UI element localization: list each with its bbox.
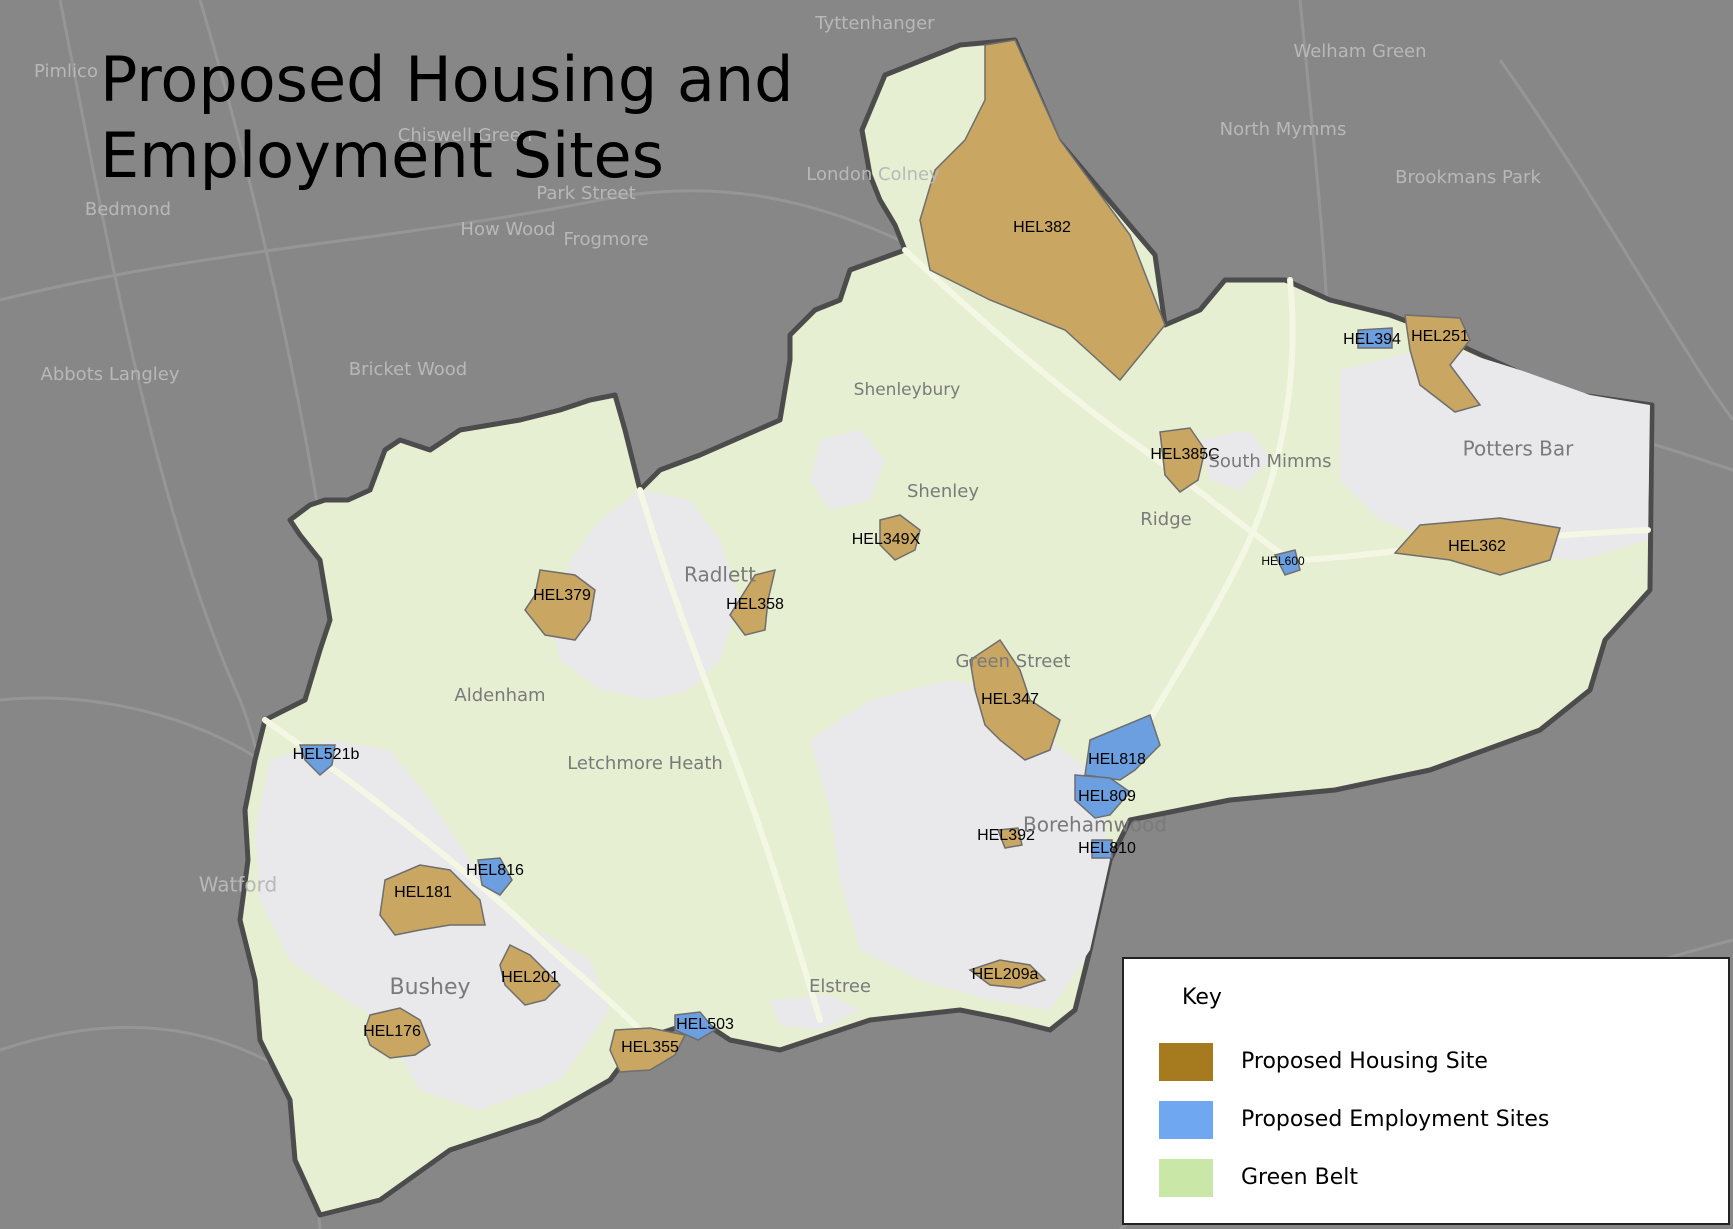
map-title-line-1: Proposed Housing and <box>100 43 794 116</box>
place-label-park-street: Park Street <box>536 183 635 204</box>
site-label-hel392: HEL392 <box>977 827 1035 844</box>
site-label-hel358: HEL358 <box>726 596 784 613</box>
site-label-hel355: HEL355 <box>621 1039 679 1056</box>
site-hel810-polygon[interactable] <box>1091 839 1113 859</box>
place-label-chiswell-green: Chiswell Green <box>398 125 532 146</box>
site-hel176-polygon[interactable] <box>364 1007 431 1059</box>
site-hel394-polygon[interactable] <box>1357 327 1393 349</box>
site-hel201-polygon[interactable] <box>499 943 562 1006</box>
site-label-hel385c: HEL385C <box>1150 446 1219 463</box>
place-label-south-mimms: South Mimms <box>1208 451 1331 472</box>
site-label-hel181: HEL181 <box>394 884 452 901</box>
site-hel521b-polygon[interactable] <box>298 744 336 777</box>
site-label-hel201: HEL201 <box>501 969 559 986</box>
urban-areas <box>255 345 1650 1110</box>
site-hel385c-polygon[interactable] <box>1159 427 1206 493</box>
legend-swatch-housing <box>1159 1043 1213 1081</box>
site-label-hel809: HEL809 <box>1078 788 1136 805</box>
site-hel349x-polygon[interactable] <box>879 514 921 561</box>
site-hel600-polygon[interactable] <box>1273 549 1301 576</box>
place-label-borehamwood: Borehamwood <box>1023 813 1167 837</box>
site-label-hel382: HEL382 <box>1013 219 1071 236</box>
map-title-line-2: Employment Sites <box>100 119 664 192</box>
site-hel209a-polygon[interactable] <box>968 959 1047 989</box>
legend-swatch-employment <box>1159 1101 1213 1139</box>
legend-label-employment: Proposed Employment Sites <box>1241 1107 1550 1132</box>
site-hel181-polygon[interactable] <box>379 864 486 936</box>
urban-shenley <box>810 430 885 510</box>
place-label-bedmond: Bedmond <box>85 199 171 220</box>
place-label-shenley: Shenley <box>907 481 979 502</box>
place-label-bricket-wood: Bricket Wood <box>349 359 467 380</box>
legend-label-green-belt: Green Belt <box>1241 1165 1358 1190</box>
place-label-elstree: Elstree <box>809 976 871 997</box>
site-label-hel503: HEL503 <box>676 1016 734 1033</box>
site-label-hel349x: HEL349X <box>852 531 921 548</box>
map-title: Proposed Housing and Employment Sites <box>100 42 794 194</box>
site-hel816-polygon[interactable] <box>477 857 513 896</box>
urban-south-mimms <box>1200 430 1270 490</box>
place-label-green-street: Green Street <box>956 651 1071 672</box>
site-label-hel816: HEL816 <box>466 862 524 879</box>
place-label-ridge: Ridge <box>1140 509 1191 530</box>
site-hel362-polygon[interactable] <box>1393 517 1561 576</box>
site-hel382-polygon[interactable] <box>919 39 1166 382</box>
place-label-bushey: Bushey <box>390 975 471 1000</box>
site-label-hel394: HEL394 <box>1343 331 1401 348</box>
legend-swatch-green-belt <box>1159 1159 1213 1197</box>
place-label-frogmore: Frogmore <box>563 229 648 250</box>
urban-borehamwood <box>810 680 1110 1010</box>
site-label-hel600: HEL600 <box>1261 554 1305 568</box>
site-label-hel818: HEL818 <box>1088 751 1146 768</box>
site-hel347-polygon[interactable] <box>969 638 1061 761</box>
sites-layer <box>298 39 1561 1073</box>
site-hel392-polygon[interactable] <box>996 827 1023 849</box>
place-label-london-colney: London Colney <box>806 164 940 185</box>
place-label-welham-green: Welham Green <box>1293 41 1426 62</box>
urban-potters-bar <box>1340 345 1650 560</box>
site-label-hel810: HEL810 <box>1078 840 1136 857</box>
place-label-abbots-langley: Abbots Langley <box>41 364 180 385</box>
place-label-radlett: Radlett <box>684 563 756 587</box>
site-label-hel347: HEL347 <box>981 691 1039 708</box>
site-label-hel362: HEL362 <box>1448 538 1506 555</box>
site-hel379-polygon[interactable] <box>524 569 596 641</box>
place-label-watford: Watford <box>199 873 277 897</box>
site-label-hel521b: HEL521b <box>293 746 360 763</box>
site-label-hel379: HEL379 <box>533 587 591 604</box>
major-roads <box>262 247 1651 1033</box>
place-label-pimlico: Pimlico <box>34 61 98 82</box>
site-hel358-polygon[interactable] <box>729 568 777 636</box>
place-label-letchmore-heath: Letchmore Heath <box>567 753 723 774</box>
site-hel818-polygon[interactable] <box>1084 713 1161 781</box>
place-label-brookmans-park: Brookmans Park <box>1395 167 1541 188</box>
legend-title: Key <box>1182 985 1222 1010</box>
site-label-hel209a: HEL209a <box>972 966 1039 983</box>
site-hel809-polygon[interactable] <box>1074 774 1132 819</box>
place-label-shenleybury: Shenleybury <box>854 380 961 400</box>
site-hel503-polygon[interactable] <box>674 1011 717 1041</box>
site-hel355-polygon[interactable] <box>609 1027 687 1073</box>
place-label-north-mymms: North Mymms <box>1220 119 1347 140</box>
place-label-tyttenhanger: Tyttenhanger <box>814 13 935 34</box>
legend: Key Proposed Housing Site Proposed Emplo… <box>1122 957 1730 1225</box>
legend-label-housing: Proposed Housing Site <box>1241 1049 1488 1074</box>
site-label-hel176: HEL176 <box>363 1023 421 1040</box>
place-label-potters-bar: Potters Bar <box>1463 437 1575 461</box>
place-label-how-wood: How Wood <box>460 219 555 240</box>
site-label-hel251: HEL251 <box>1411 328 1469 345</box>
place-label-aldenham: Aldenham <box>454 685 545 706</box>
site-hel251-polygon[interactable] <box>1404 314 1482 413</box>
